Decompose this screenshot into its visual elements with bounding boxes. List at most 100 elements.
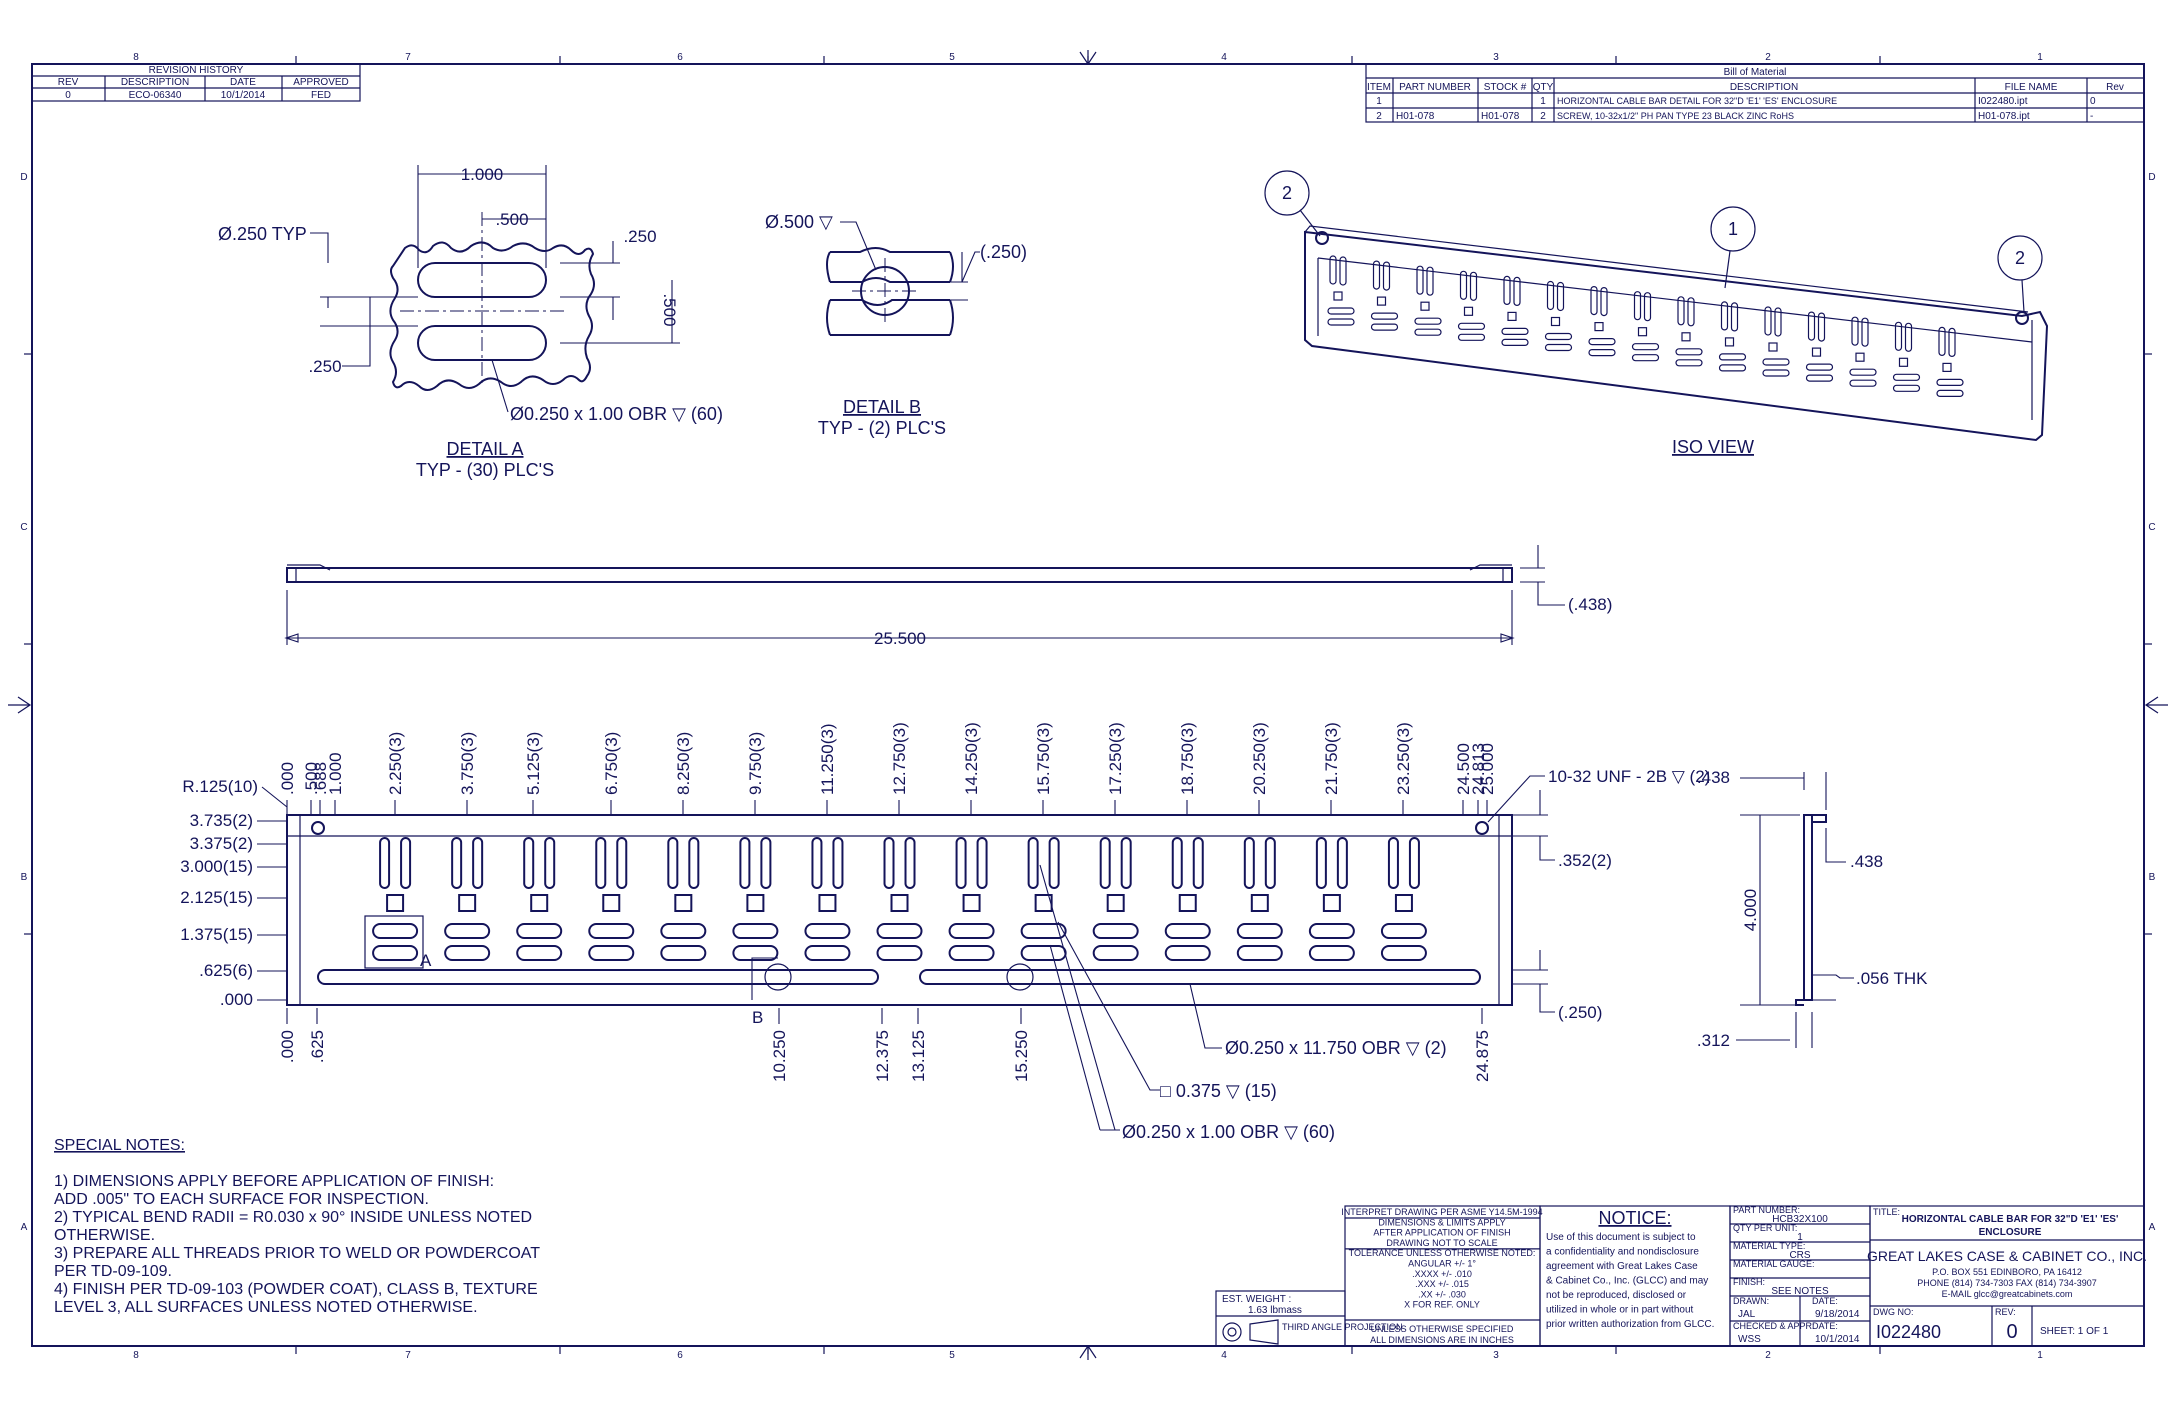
rev-header-desc: DESCRIPTION [121,77,189,88]
zone-label: 7 [405,1350,411,1361]
callout-hole-y: .352(2) [1558,851,1612,870]
rev-header-approved: APPROVED [293,77,349,88]
rev-cell: ECO-06340 [129,90,182,101]
detail-b-dim-dia: Ø.500 ▽ [765,212,833,232]
rev-value: 0 [2006,1321,2017,1343]
note-line: 1) DIMENSIONS APPLY BEFORE APPLICATION O… [54,1173,494,1190]
ordinate-dim-label: 1.000 [326,752,345,795]
ordinate-dim-label: .688 [311,762,330,795]
zone-label: 4 [1221,52,1227,63]
detail-a-dim-top: .250 [623,227,656,246]
side-thk: .056 THK [1856,969,1928,988]
ordinate-dim-label: .000 [220,990,253,1009]
bom-cell: H01-078 [1396,111,1435,122]
top-view-length: 25.500 [874,629,926,648]
info-value: SEE NOTES [1771,1286,1829,1297]
dwg-number: I022480 [1876,1322,1941,1342]
bom-cell: 1 [1376,96,1382,107]
tolerance-line: TOLERANCE UNLESS OTHERWISE NOTED: [1349,1248,1536,1258]
note-line: 4) FINISH PER TD-09-103 (POWDER COAT), C… [54,1281,538,1298]
zone-label: 4 [1221,1350,1227,1361]
side-flange-top: .438 [1697,768,1730,787]
callout-square: □ 0.375 ▽ (15) [1160,1081,1277,1101]
zone-label: 8 [133,1350,139,1361]
tolerance-line: INTERPRET DRAWING PER ASME Y14.5M-1994 [1341,1207,1542,1217]
notice-line: utilized in whole or in part without [1546,1305,1694,1316]
ordinate-dim-label: .000 [278,1030,297,1063]
company-address-1: P.O. BOX 551 EDINBORO, PA 16412 [1932,1267,2082,1277]
bom-cell: 2 [1376,111,1382,122]
ordinate-dim-label: 13.125 [909,1030,928,1082]
detail-a-dim-width: 1.000 [461,165,504,184]
bom-header: FILE NAME [2005,82,2058,93]
detail-a-dim-half: .500 [495,210,528,229]
ordinate-dim-label: 17.250(3) [1106,722,1125,795]
info-label: MATERIAL TYPE: [1733,1241,1805,1251]
zone-label: 2 [1765,52,1771,63]
ordinate-dim-label: 20.250(3) [1250,722,1269,795]
ordinate-dim-label: .000 [278,762,297,795]
tolerance-line: X FOR REF. ONLY [1404,1300,1480,1310]
revision-title: REVISION HISTORY [149,65,244,76]
iso-view: 2 1 2 ISO VIEW [1264,170,2049,457]
notes-lines: 1) DIMENSIONS APPLY BEFORE APPLICATION O… [54,1173,540,1316]
ordinate-dim-label: 25.000 [1478,743,1497,795]
detail-a-subtitle: TYP - (30) PLC'S [416,460,554,480]
checked-value: WSS [1738,1334,1761,1345]
callout-long-slot: Ø0.250 x 11.750 OBR ▽ (2) [1225,1038,1447,1058]
zone-label: 8 [133,52,139,63]
info-value: 1 [1797,1232,1803,1243]
checked-label: CHECKED & APPR: [1733,1321,1815,1331]
balloon-2-right [1997,235,2043,281]
tolerance-line: .XXXX +/- .010 [1412,1269,1472,1279]
zone-label: C [20,522,27,533]
rev-cell: 0 [65,90,71,101]
notice-line: prior written authorization from GLCC. [1546,1319,1714,1330]
ordinate-dim-label: 3.735(2) [190,811,253,830]
info-label: QTY PER UNIT: [1733,1223,1797,1233]
ordinate-dim-label: 23.250(3) [1394,722,1413,795]
ordinate-dim-label: R.125(10) [182,777,258,796]
bom-header: Rev [2106,82,2124,93]
company-address-2: PHONE (814) 734-7303 FAX (814) 734-3907 [1917,1278,2097,1288]
bom-cell: H01-078 [1481,111,1520,122]
ordinate-dim-label: 18.750(3) [1178,722,1197,795]
zone-label: 6 [677,1350,683,1361]
drawn-date-label: DATE: [1812,1296,1838,1306]
top-view-height: (.438) [1568,595,1612,614]
bom-title: Bill of Material [1724,67,1787,78]
long-slot-right [919,969,1481,985]
ordinate-dim-label: .625 [308,1030,327,1063]
zone-label: 1 [2037,52,2043,63]
notice-line: agreement with Great Lakes Case [1546,1261,1698,1272]
ordinate-dim-label: 24.500 [1454,743,1473,795]
balloon-label: 2 [2015,248,2025,268]
tolerance-line: .XXX +/- .015 [1415,1279,1469,1289]
zone-label: 3 [1493,52,1499,63]
detail-a-dim-left: .250 [308,357,341,376]
rev-cell: 10/1/2014 [221,90,266,101]
bom-header: PART NUMBER [1399,82,1471,93]
detail-b-label: B [752,1008,763,1027]
ordinate-dim-label: 15.250 [1012,1030,1031,1082]
ordinate-dim-label: 15.750(3) [1034,722,1053,795]
bom-cell: 1 [1540,96,1546,107]
info-label: FINISH: [1733,1277,1765,1287]
ordinate-dim-label: 3.750(3) [458,732,477,795]
detail-a-title: DETAIL A [446,439,523,459]
ordinate-dim-label: 8.250(3) [674,732,693,795]
bom-header: QTY [1533,82,1554,93]
checked-date-label: DATE: [1812,1321,1838,1331]
detail-b-dim-offset: (.250) [980,242,1027,262]
ordinate-dim-label: 9.750(3) [746,732,765,795]
center-mark-top [1079,50,1097,66]
notes-heading: SPECIAL NOTES: [54,1137,185,1154]
bom-cell: 0 [2090,96,2096,107]
drawn-label: DRAWN: [1733,1296,1769,1306]
note-line: PER TD-09-109. [54,1263,172,1280]
title-block: EST. WEIGHT : 1.63 lbmass THIRD ANGLE PR… [1215,1205,2147,1347]
balloon-label: 1 [1728,219,1738,239]
